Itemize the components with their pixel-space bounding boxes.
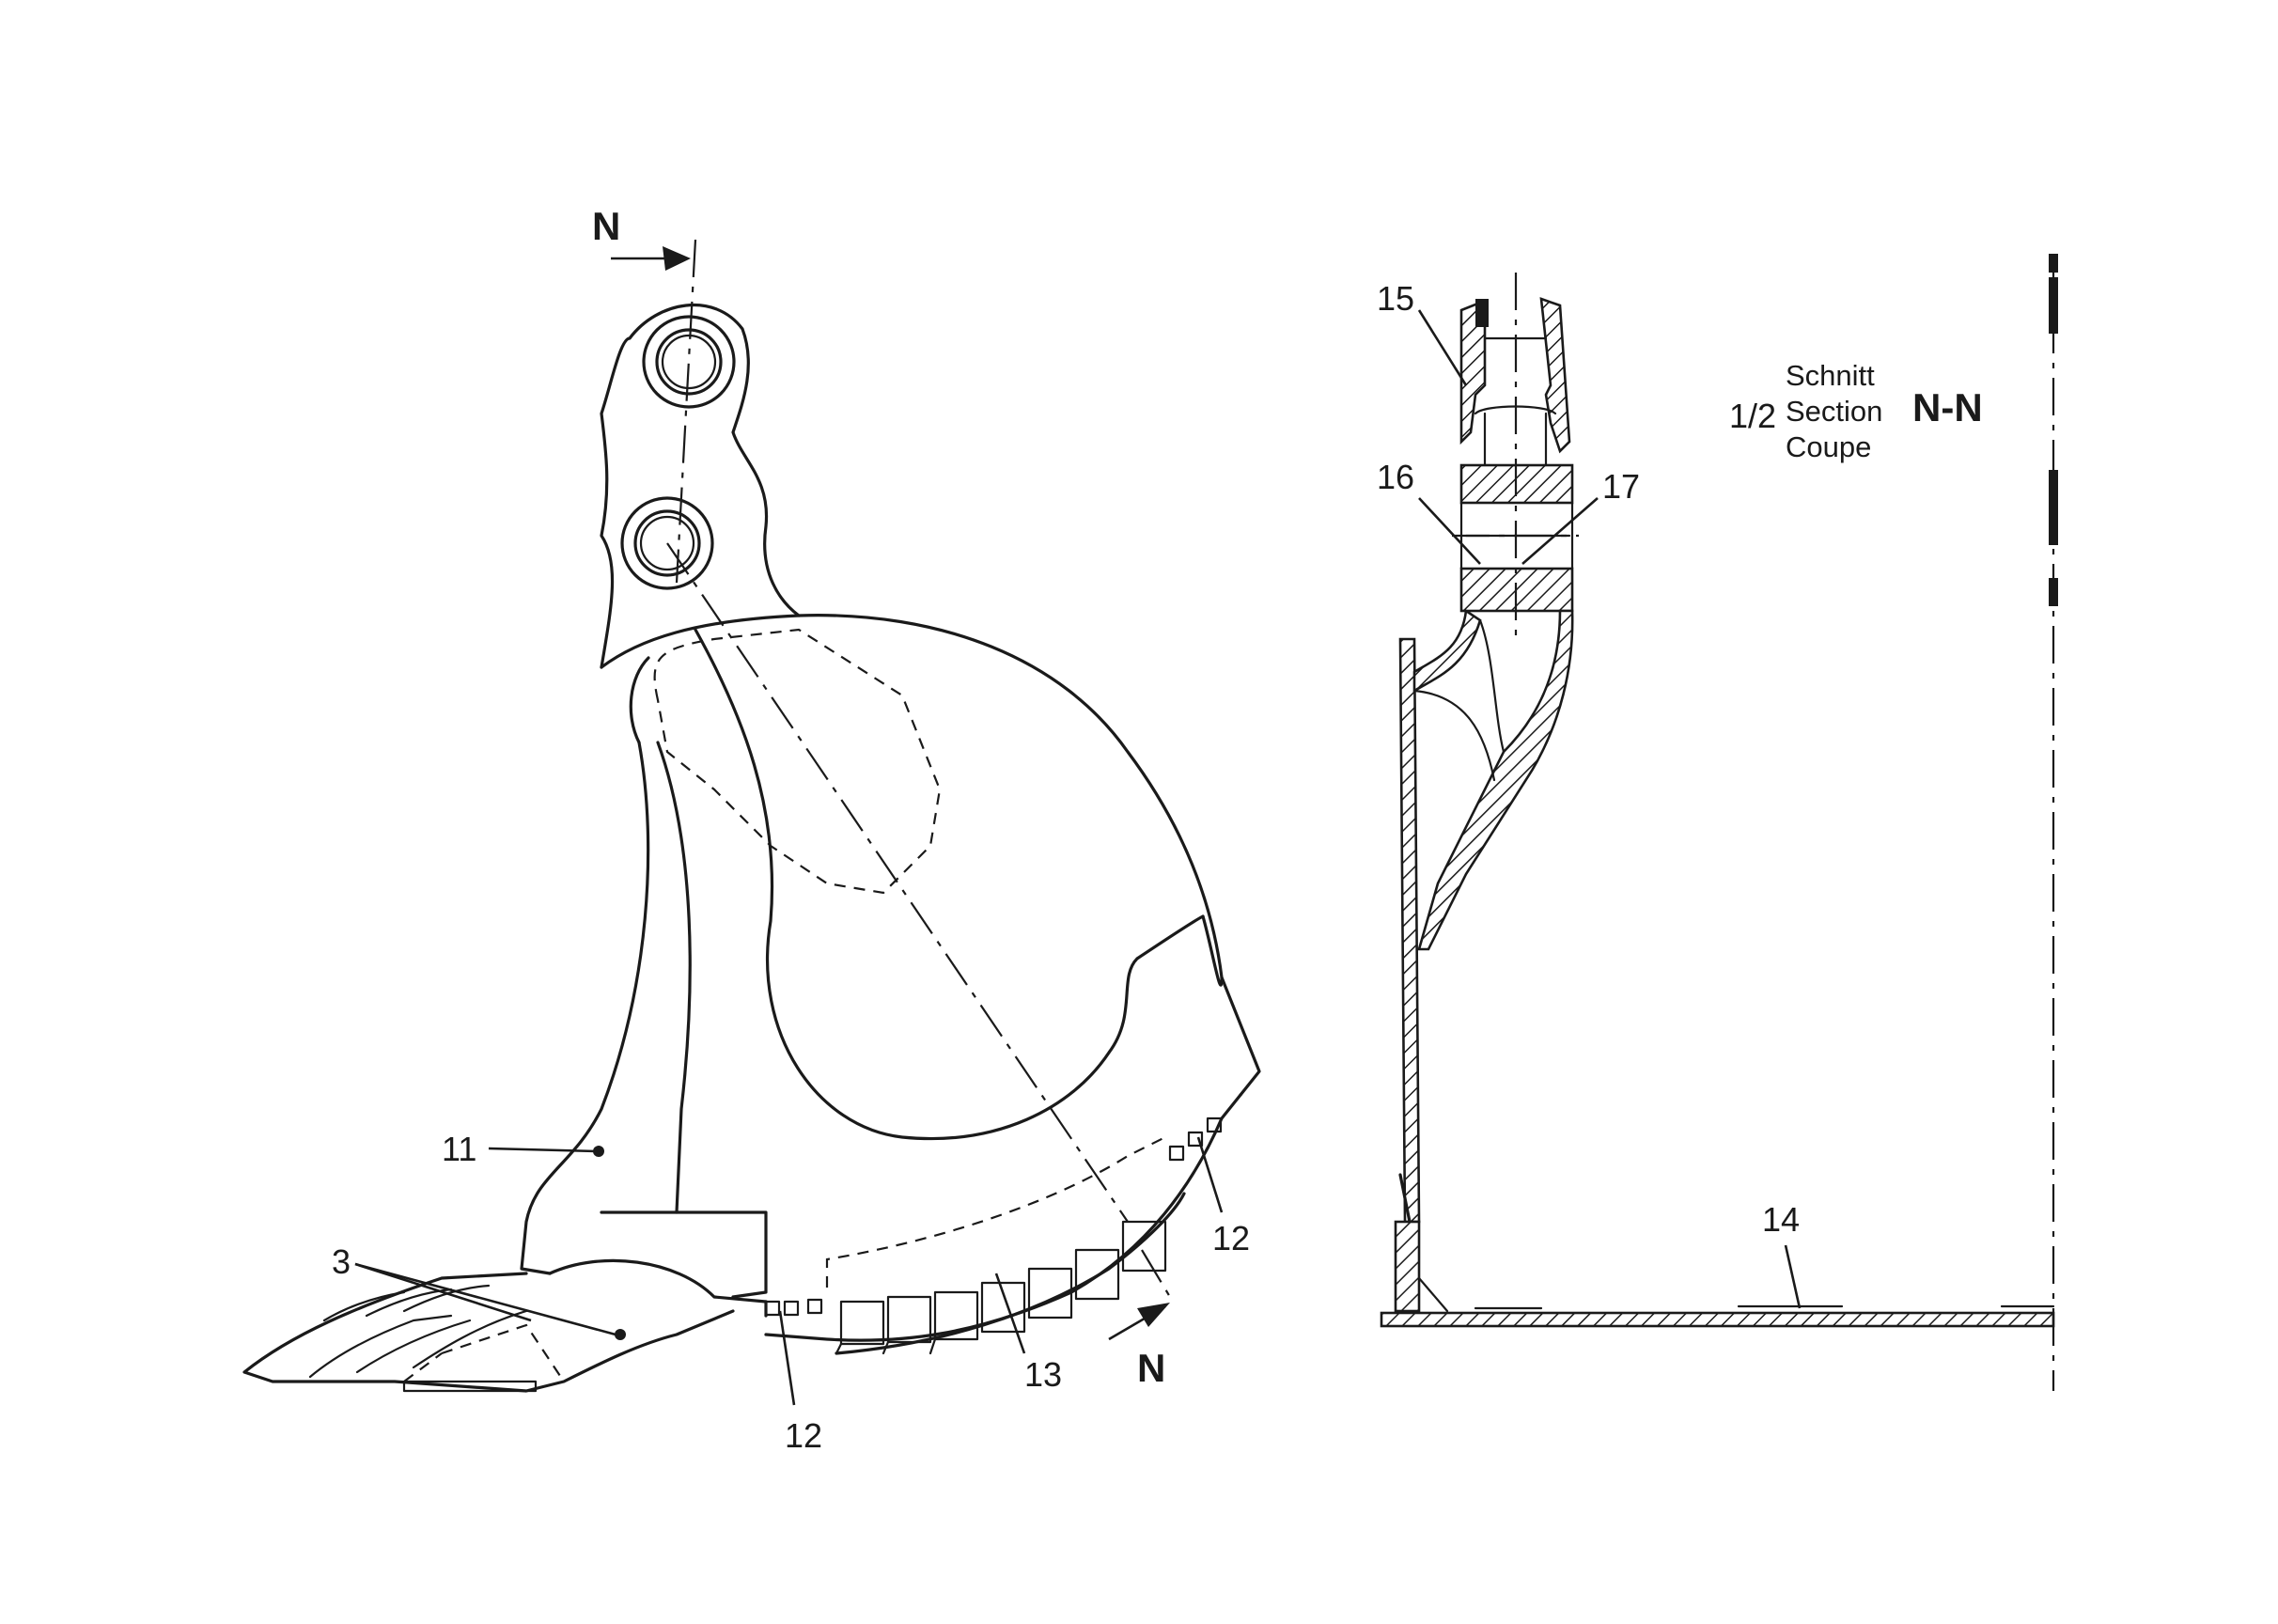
label-3: 3 bbox=[332, 1242, 626, 1340]
label-13: 13 bbox=[994, 1273, 1062, 1394]
section-arrow-bottom: N bbox=[1108, 1249, 1171, 1390]
lug-section bbox=[1412, 297, 1574, 951]
svg-text:12: 12 bbox=[785, 1416, 822, 1455]
label-11: 11 bbox=[442, 1130, 604, 1168]
section-view: 15 16 17 14 1/2 Schnitt Section Coupe N-… bbox=[1377, 254, 2058, 1391]
svg-text:3: 3 bbox=[332, 1242, 351, 1281]
svg-text:14: 14 bbox=[1762, 1200, 1800, 1239]
svg-text:13: 13 bbox=[1024, 1355, 1062, 1394]
label-17: 17 bbox=[1521, 467, 1640, 565]
lug-outline bbox=[600, 304, 801, 669]
label-15: 15 bbox=[1377, 279, 1468, 386]
svg-text:16: 16 bbox=[1377, 458, 1414, 496]
edge-teeth bbox=[764, 1116, 1223, 1317]
pin-centreline bbox=[666, 542, 1129, 1223]
section-note: 1/2 Schnitt Section Coupe N-N bbox=[1729, 359, 1983, 463]
upper-pin bbox=[642, 315, 736, 409]
label-12-right: 12 bbox=[1196, 1136, 1250, 1257]
label-16: 16 bbox=[1377, 458, 1481, 565]
svg-text:15: 15 bbox=[1377, 279, 1414, 318]
wear-blocks bbox=[835, 1192, 1186, 1355]
section-arrow-top: N bbox=[592, 204, 691, 271]
svg-text:17: 17 bbox=[1602, 467, 1640, 506]
lower-pin bbox=[620, 496, 714, 590]
svg-text:N-N: N-N bbox=[1912, 385, 1983, 429]
svg-text:11: 11 bbox=[442, 1130, 476, 1168]
svg-text:12: 12 bbox=[1212, 1219, 1250, 1257]
section-marker-bottom: N bbox=[1137, 1346, 1165, 1390]
base-plate bbox=[1380, 1311, 2055, 1328]
svg-text:Schnitt: Schnitt bbox=[1786, 359, 1875, 392]
internal-pocket bbox=[653, 628, 942, 895]
shank-side-view: N N 11 3 12 13 12 bbox=[242, 204, 1261, 1455]
svg-text:Coupe: Coupe bbox=[1786, 430, 1871, 463]
label-14: 14 bbox=[1762, 1200, 1802, 1309]
section-marker-top: N bbox=[592, 204, 620, 248]
tooth-tip bbox=[242, 1272, 735, 1393]
label-12-bottom: 12 bbox=[778, 1310, 822, 1455]
body-outline bbox=[600, 614, 1261, 1097]
svg-text:Section: Section bbox=[1786, 395, 1882, 428]
side-plate bbox=[1398, 637, 1421, 1224]
svg-text:1/2: 1/2 bbox=[1729, 397, 1776, 435]
